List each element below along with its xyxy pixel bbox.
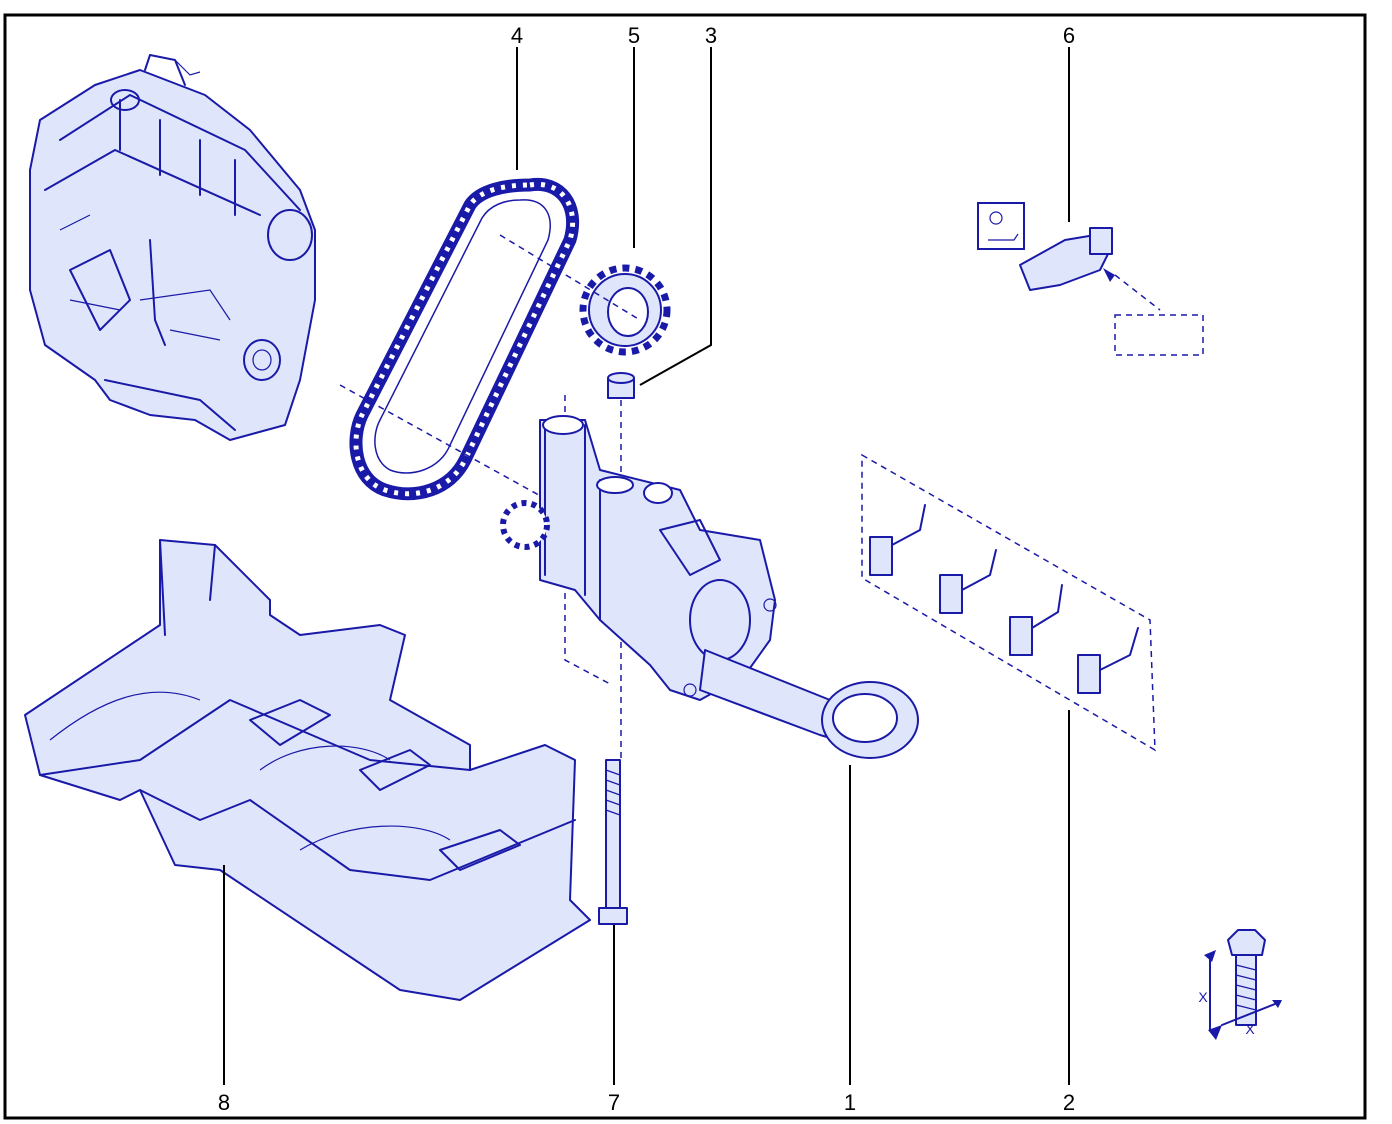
oil-warning-lamp-icon [977,202,1025,250]
piston-jet-2 [939,549,997,614]
callout-1: 1 [844,1090,856,1115]
diagram-frame [3,13,1367,1120]
piston-jet-4 [1077,627,1139,694]
callout-8: 8 [218,1090,230,1115]
piston-jet-1 [869,504,926,576]
callout-3: 3 [705,23,717,48]
oil-pump-bolt [598,759,628,925]
piston-cooling-jets [861,453,1156,752]
callout-4: 4 [511,23,523,48]
callout-7: 7 [608,1090,620,1115]
sleeve-bush [607,372,635,399]
oil-pan-baffle [24,539,591,1001]
oil-pressure-sensor [977,202,1204,356]
piston-jet-3 [1009,584,1063,656]
callout-5: 5 [628,23,640,48]
torque-x-label-vertical: X [1198,989,1208,1005]
crankshaft-sprocket [579,264,671,356]
torque-specification-symbol: X X [1198,929,1282,1040]
callout-6: 6 [1063,23,1075,48]
oil-pump [500,415,919,759]
timing-chain [349,177,580,501]
callout-2: 2 [1063,1090,1075,1115]
leader-3 [639,47,712,386]
torque-x-label-horizontal: X [1245,1021,1255,1037]
engine-overview-illustration [29,54,316,441]
